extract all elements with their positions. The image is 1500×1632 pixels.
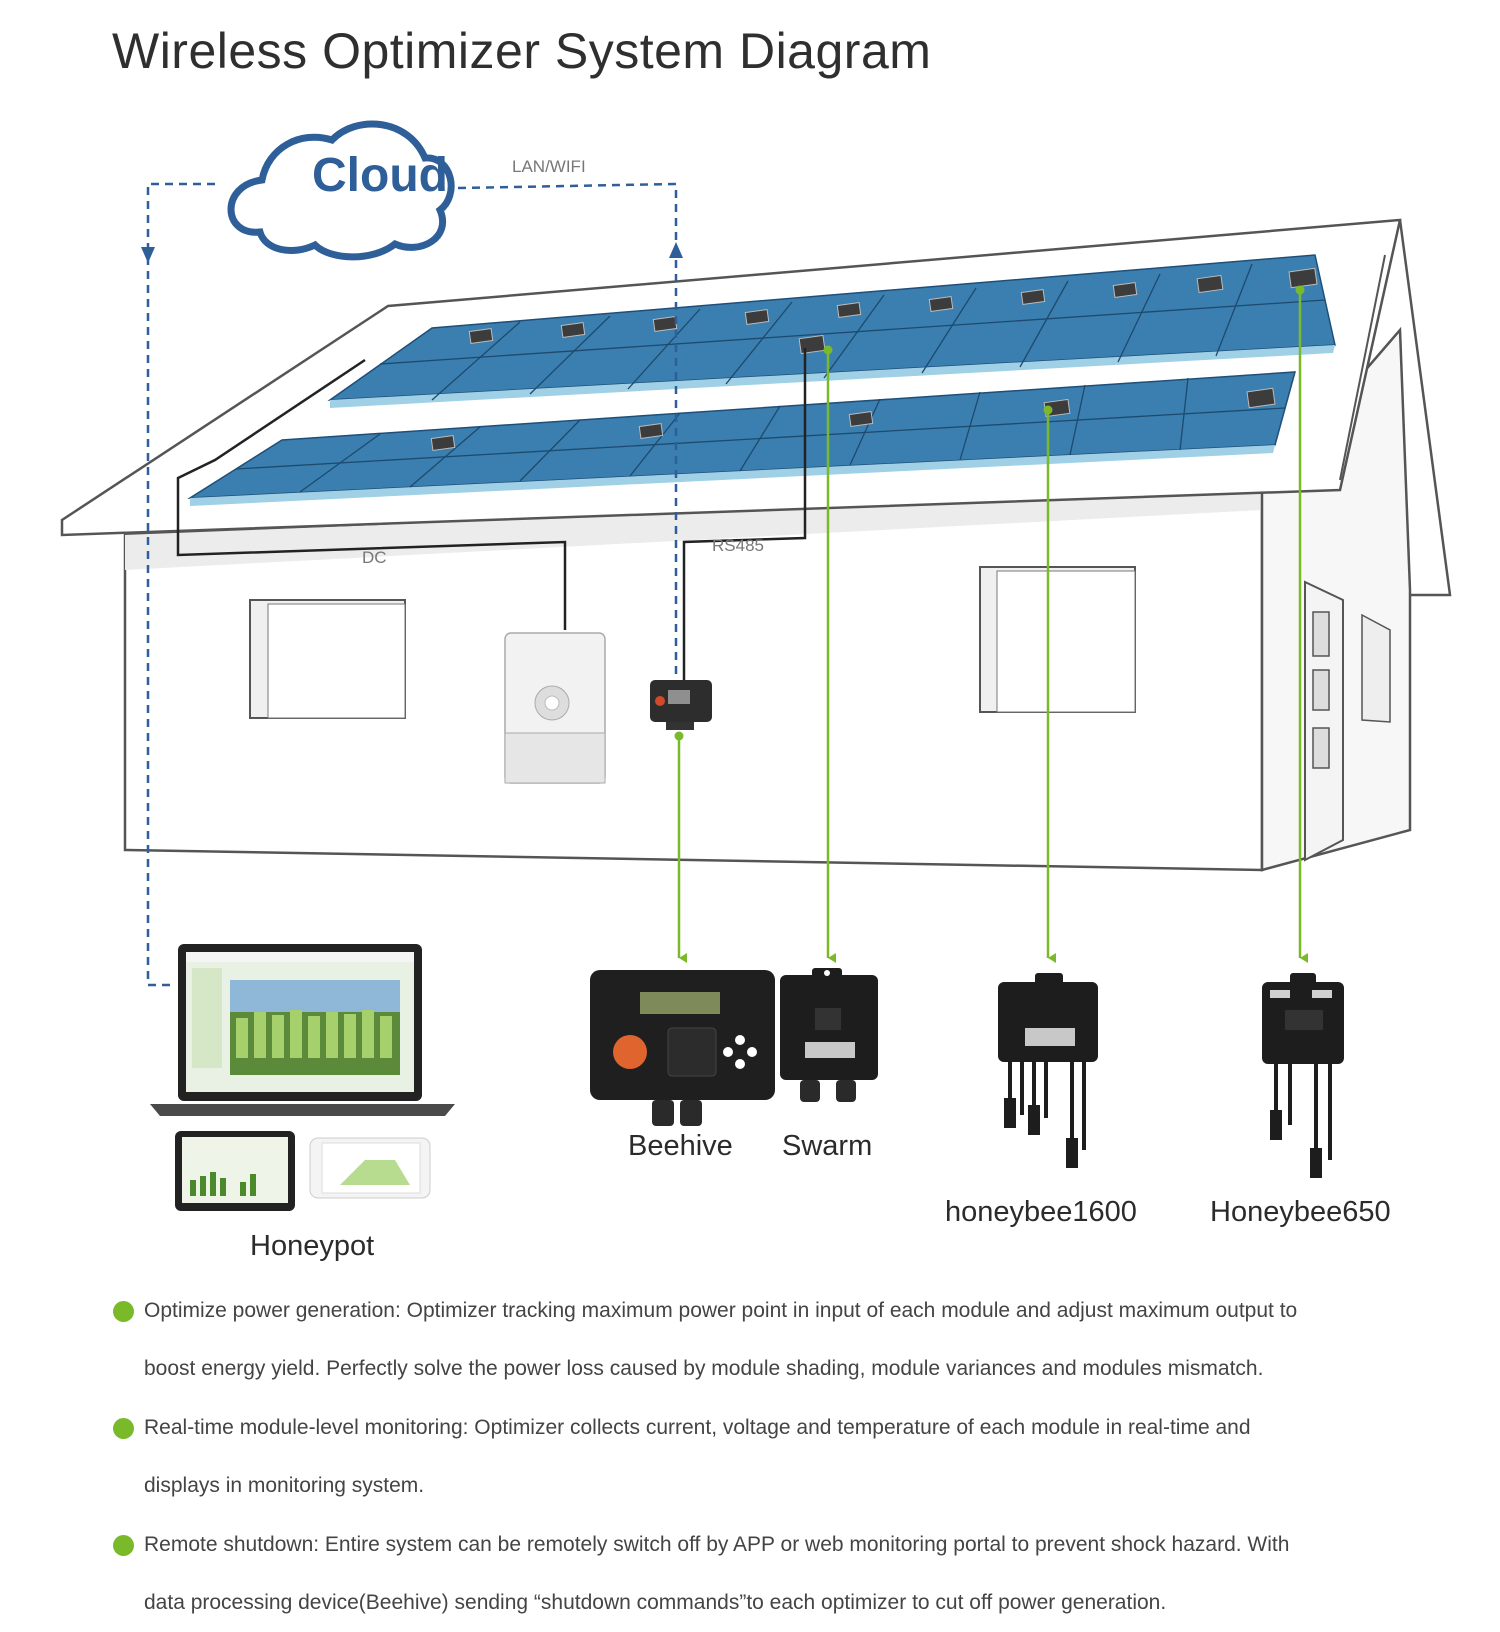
lan-wifi-label: LAN/WIFI (512, 157, 586, 176)
bullet-line: boost energy yield. Perfectly solve the … (144, 1357, 1264, 1380)
solar-array-lower (187, 371, 1297, 506)
cloud-label: Cloud (312, 149, 448, 202)
system-diagram (60, 120, 1452, 1211)
honeypot-devices (150, 944, 455, 1211)
honeybee1600-device-icon (998, 973, 1098, 1168)
bullet-line: Real-time module-level monitoring: Optim… (144, 1416, 1251, 1439)
bullet-line: Remote shutdown: Entire system can be re… (144, 1533, 1290, 1556)
bullet-dot-icon (113, 1301, 134, 1322)
lan-wifi-links (146, 182, 678, 987)
honeypot-label: Honeypot (250, 1230, 375, 1262)
bullet-dot-icon (113, 1418, 134, 1439)
solar-array-upper (327, 254, 1336, 408)
bullet-line: data processing device(Beehive) sending … (144, 1591, 1167, 1614)
honeybee650-label: Honeybee650 (1210, 1196, 1391, 1228)
wireless-arrows (677, 290, 1308, 963)
dc-label: DC (362, 548, 387, 567)
swarm-label: Swarm (782, 1130, 873, 1162)
honeybee650-device-icon (1262, 973, 1344, 1178)
bullet-line: displays in monitoring system. (144, 1474, 425, 1497)
inverter (504, 632, 606, 784)
page-title: Wireless Optimizer System Diagram (112, 23, 932, 79)
rs485-label: RS485 (712, 536, 764, 555)
rs485-wiring (682, 348, 807, 680)
beehive-device-icon (590, 970, 775, 1126)
swarm-device-icon (780, 968, 878, 1102)
bullet-dot-icon (113, 1535, 134, 1556)
beehive-wall-unit (650, 680, 712, 730)
honeybee1600-label: honeybee1600 (945, 1196, 1137, 1228)
panel-optimizers (430, 267, 1318, 452)
bullet-line: Optimize power generation: Optimizer tra… (144, 1299, 1298, 1322)
dc-wiring (176, 358, 567, 630)
cloud-icon (227, 120, 455, 261)
beehive-label: Beehive (628, 1130, 733, 1162)
